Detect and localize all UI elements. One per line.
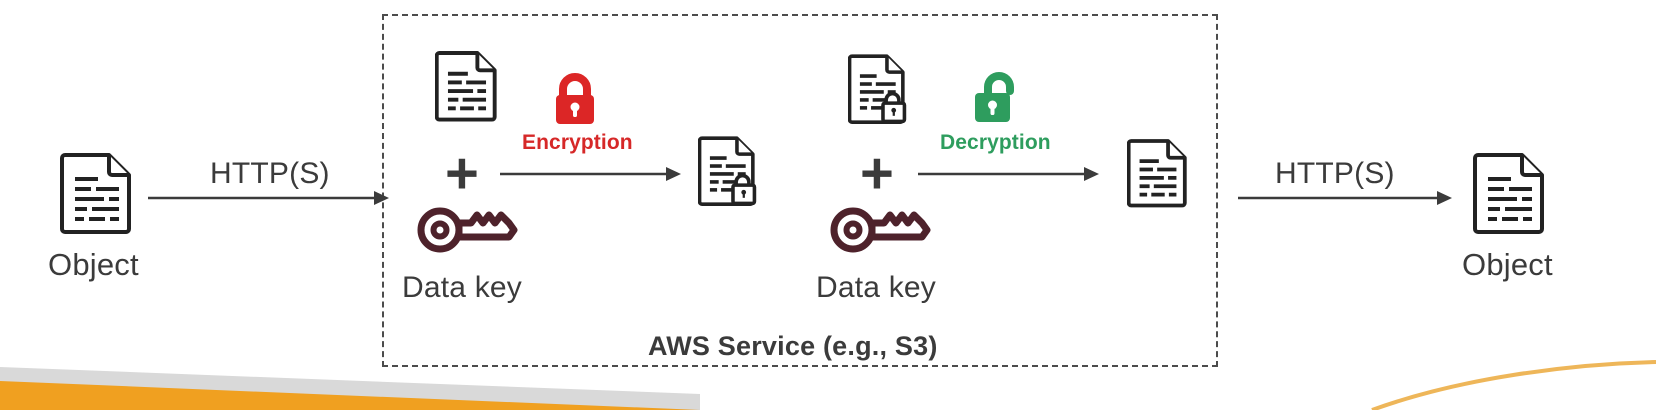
swoosh-orange-shape — [0, 381, 700, 410]
right-arrow-right-icon — [1238, 188, 1453, 213]
decryption-operation-label: Decryption — [940, 131, 1051, 154]
encryption-result-document-locked-icon — [697, 134, 760, 211]
encryption-operation-label: Encryption — [522, 131, 633, 154]
decryption-data-key-label: Data key — [816, 271, 936, 304]
encryption-arrow-right-icon — [500, 164, 682, 189]
left-transport-label: HTTP(S) — [210, 157, 330, 190]
right-object-document-icon — [1473, 150, 1547, 239]
aws-service-boundary — [382, 14, 1218, 367]
padlock-closed-icon — [547, 70, 603, 131]
decryption-ciphertext-document-locked-icon — [847, 52, 910, 129]
left-object-document-icon — [60, 150, 134, 239]
decryption-result-document-icon — [1126, 136, 1189, 213]
aws-service-title: AWS Service (e.g., S3) — [648, 331, 938, 361]
left-arrow-right-icon — [148, 188, 390, 213]
decryption-plus-symbol: + — [860, 141, 894, 206]
encryption-data-key-icon — [415, 204, 519, 261]
encryption-plaintext-document-icon — [434, 48, 499, 127]
swoosh-gray-shape — [0, 367, 700, 410]
right-object-label: Object — [1462, 247, 1553, 282]
decryption-data-key-icon — [828, 204, 932, 261]
padlock-open-icon — [966, 68, 1024, 131]
encryption-data-key-label: Data key — [402, 271, 522, 304]
right-transport-label: HTTP(S) — [1275, 157, 1395, 190]
encryption-plus-symbol: + — [445, 141, 479, 206]
left-object-label: Object — [48, 247, 139, 282]
decryption-arrow-right-icon — [918, 164, 1100, 189]
swoosh-orange-arc — [1371, 360, 1656, 410]
